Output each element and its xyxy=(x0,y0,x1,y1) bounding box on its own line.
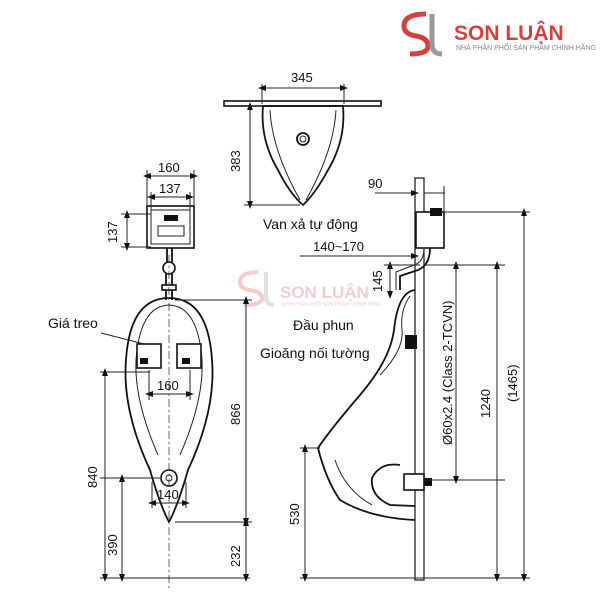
dim-top-depth: 383 xyxy=(228,150,243,172)
label-hanger: Giá treo xyxy=(48,315,98,331)
dim-top-width: 345 xyxy=(291,70,313,85)
dim-height-1240: 1240 xyxy=(478,389,493,418)
brand-logo: SON LUẬN NHÀ PHÂN PHỐI SẢN PHẨM CHÍNH HÃ… xyxy=(401,11,596,57)
brand-name: SON LUẬN xyxy=(454,21,564,45)
top-view: 345 383 xyxy=(223,70,382,209)
dim-height-232: 232 xyxy=(228,545,243,567)
watermark-icon xyxy=(237,270,275,307)
dim-height-390: 390 xyxy=(105,534,120,556)
dim-drain-spacing: 140 xyxy=(157,487,179,502)
dim-valve-inner-width: 137 xyxy=(159,181,181,196)
dim-height-530: 530 xyxy=(287,503,302,525)
watermark-tagline: NHÀ PHÂN PHỐI SẢN PHẨM CHÍNH HÃNG xyxy=(282,301,382,308)
label-spray-head: Đầu phun xyxy=(293,317,354,333)
front-view: 160 137 137 160 xyxy=(85,160,252,590)
dim-valve-height: 137 xyxy=(105,221,120,243)
dim-bracket-spacing: 160 xyxy=(157,378,179,393)
dim-side-90: 90 xyxy=(368,176,382,191)
dim-height-1465: (1465) xyxy=(505,364,520,402)
dim-height-866: 866 xyxy=(228,403,243,425)
watermark-name: SON LUẬN xyxy=(280,283,369,302)
side-view: 90 140~170 145 Ø60x2.4 (Class 2-TCVN) 12… xyxy=(287,176,530,582)
brand-tagline: NHÀ PHÂN PHỐI SẢN PHẨM CHÍNH HÃNG xyxy=(456,42,596,52)
dim-side-range: 140~170 xyxy=(313,239,364,254)
brand-logo-icon xyxy=(401,11,443,57)
dim-side-145: 145 xyxy=(370,270,385,292)
watermark: SON LUẬN NHÀ PHÂN PHỐI SẢN PHẨM CHÍNH HÃ… xyxy=(237,270,382,308)
dim-valve-width: 160 xyxy=(158,160,180,175)
label-wall-gasket: Gioăng nối tường xyxy=(260,345,370,361)
dim-pipe-spec: Ø60x2.4 (Class 2-TCVN) xyxy=(440,301,455,445)
dim-height-840: 840 xyxy=(85,466,100,488)
label-auto-valve: Van xả tự động xyxy=(263,216,358,232)
